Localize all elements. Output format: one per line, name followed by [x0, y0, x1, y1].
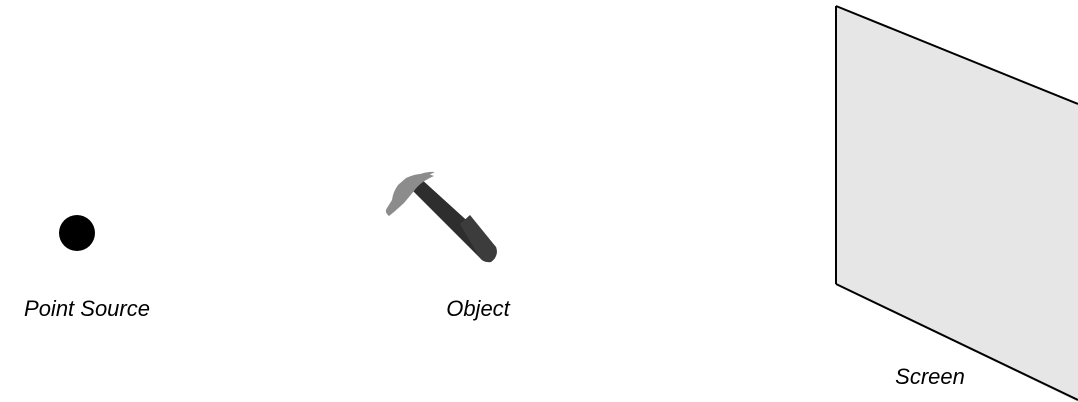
point-source: Point Source [24, 215, 150, 321]
object-label: Object [446, 296, 510, 321]
object: Object [386, 172, 511, 321]
hammer-icon [386, 172, 497, 262]
point-source-label: Point Source [24, 296, 150, 321]
screen-label: Screen [895, 364, 965, 389]
point-source-dot [59, 215, 95, 251]
screen: Screen [836, 6, 1078, 402]
